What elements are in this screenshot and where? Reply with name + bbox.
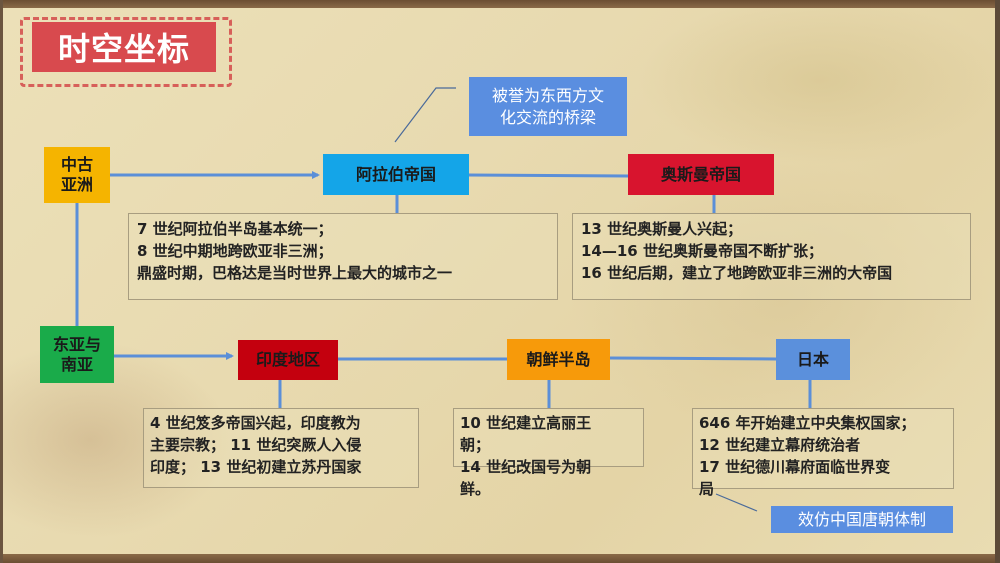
info-line: 14 世纪改国号为朝 [460, 458, 592, 476]
node-japan[interactable]: 日本 [776, 339, 850, 380]
info-line: 4 世纪笈多帝国兴起，印度教为 [150, 414, 361, 432]
callout-arab-line1: 被誉为东西方文 [491, 85, 604, 105]
info-line: 7 世纪阿拉伯半岛基本统一； [137, 220, 333, 238]
info-line: 局 [699, 480, 715, 498]
node-india[interactable]: 印度地区 [238, 340, 338, 380]
info-line: 12 世纪建立幕府统治者 [699, 436, 861, 454]
page-title: 时空坐标 [57, 30, 190, 68]
stamp-border [20, 17, 232, 87]
node-arab-empire-label: 阿拉伯帝国 [355, 164, 436, 184]
node-japan-label: 日本 [796, 349, 829, 369]
callout-japan-tang: 效仿中国唐朝体制 [771, 506, 953, 533]
frame-top-border [0, 0, 1000, 8]
callout-arab-line2: 化交流的桥梁 [499, 107, 596, 127]
region-east-south-asia-line2: 南亚 [60, 354, 93, 374]
region-medieval-asia-line2: 亚洲 [60, 175, 93, 194]
node-ottoman-empire-label: 奥斯曼帝国 [660, 164, 741, 184]
callout-arab-bridge: 被誉为东西方文 化交流的桥梁 [469, 77, 627, 136]
node-ottoman-empire[interactable]: 奥斯曼帝国 [628, 154, 774, 195]
node-india-label: 印度地区 [255, 350, 320, 369]
region-medieval-asia-line1: 中古 [60, 155, 93, 174]
node-korea-label: 朝鲜半岛 [526, 349, 591, 369]
info-line: 646 年开始建立中央集权国家； [699, 414, 916, 432]
info-line: 鼎盛时期，巴格达是当时世界上最大的城市之一 [137, 264, 453, 282]
frame-bottom-border [0, 554, 1000, 563]
info-line: 印度； 13 世纪初建立苏丹国家 [150, 458, 362, 476]
frame-right-border [995, 0, 1000, 563]
callout-japan-text: 效仿中国唐朝体制 [797, 509, 926, 529]
node-arab-empire[interactable]: 阿拉伯帝国 [323, 154, 469, 195]
node-korea[interactable]: 朝鲜半岛 [507, 339, 610, 380]
info-line: 10 世纪建立高丽王 [460, 414, 592, 432]
region-east-south-asia-line1: 东亚与 [52, 334, 101, 354]
info-line: 鲜。 [460, 480, 491, 498]
title-stamp: 时空坐标 [18, 15, 232, 87]
info-ottoman-empire: 13 世纪奥斯曼人兴起； 14—16 世纪奥斯曼帝国不断扩张； 16 世纪后期，… [572, 213, 971, 300]
info-arab-empire: 7 世纪阿拉伯半岛基本统一； 8 世纪中期地跨欧亚非三洲； 鼎盛时期，巴格达是当… [128, 213, 558, 300]
info-india: 4 世纪笈多帝国兴起，印度教为 主要宗教； 11 世纪突厥人入侵 印度； 13 … [143, 408, 419, 488]
info-japan: 646 年开始建立中央集权国家； 12 世纪建立幕府统治者 17 世纪德川幕府面… [692, 408, 954, 498]
info-line: 16 世纪后期，建立了地跨欧亚非三洲的大帝国 [581, 264, 893, 282]
info-line: 14—16 世纪奥斯曼帝国不断扩张； [581, 242, 823, 260]
info-line: 8 世纪中期地跨欧亚非三洲； [137, 242, 333, 260]
stamp-seal: 时空坐标 [32, 22, 216, 72]
info-korea: 10 世纪建立高丽王 朝； 14 世纪改国号为朝 鲜。 [453, 408, 644, 498]
info-line: 主要宗教； 11 世纪突厥人入侵 [150, 436, 362, 454]
frame-left-border [0, 0, 3, 563]
info-line: 13 世纪奥斯曼人兴起； [581, 220, 743, 238]
region-east-south-asia[interactable]: 东亚与 南亚 [40, 326, 114, 383]
info-line: 17 世纪德川幕府面临世界变 [699, 458, 891, 476]
info-line: 朝； [460, 436, 491, 454]
region-medieval-asia[interactable]: 中古 亚洲 [44, 147, 110, 203]
